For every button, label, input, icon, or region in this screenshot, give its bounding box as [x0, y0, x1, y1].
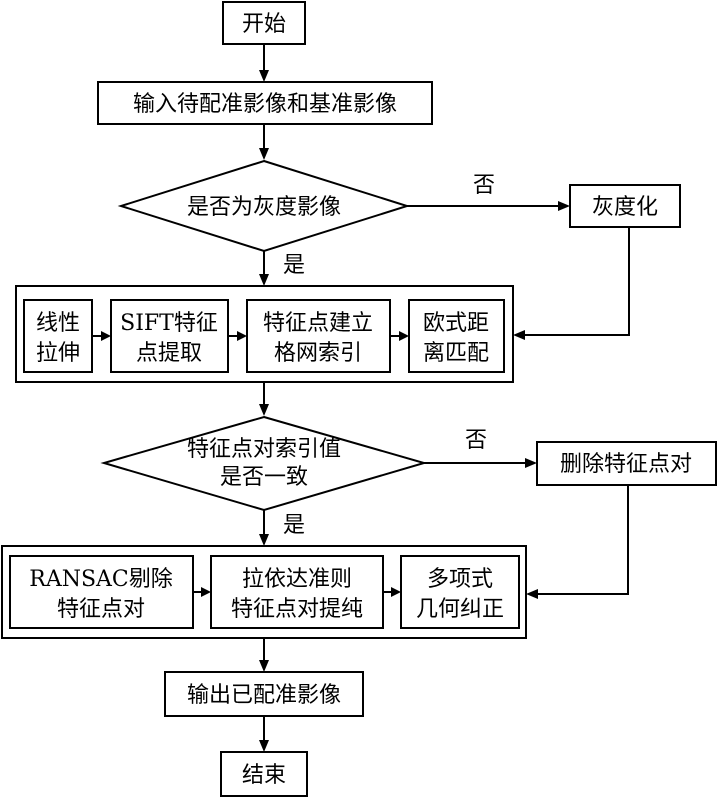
arrowhead-ransac-to-pauta — [201, 587, 211, 597]
polynomial-node: 多项式 几何纠正 — [400, 555, 520, 629]
group-refinement — [1, 545, 527, 639]
arrowhead-decision-to-group1 — [259, 274, 269, 286]
group-feature-extraction — [15, 285, 514, 383]
grayscale-label: 灰度化 — [592, 195, 658, 220]
end-node: 结束 — [220, 751, 308, 797]
start-label: 开始 — [242, 12, 286, 37]
arrowhead-start-to-input — [259, 70, 269, 82]
input-label: 输入待配准影像和基准影像 — [133, 92, 397, 117]
grayscale-node: 灰度化 — [569, 184, 681, 228]
sift-line1: SIFT特征 — [120, 311, 218, 336]
polynomial-line1: 多项式 — [427, 567, 493, 592]
start-node: 开始 — [222, 1, 306, 45]
arrowhead-pauta-to-poly — [391, 587, 401, 597]
euclid-match-line1: 欧式距 — [423, 311, 489, 336]
decision-grayscale-label: 是否为灰度影像 — [187, 195, 341, 220]
arrowhead-grayscale-to-group1 — [513, 330, 525, 340]
linear-stretch-line1: 线性 — [36, 311, 80, 336]
linear-stretch-line2: 拉伸 — [36, 341, 80, 366]
pauta-node: 拉依达准则 特征点对提纯 — [210, 555, 384, 629]
euclid-match-node: 欧式距 离匹配 — [408, 299, 505, 373]
connectors — [92, 44, 630, 752]
decision-index: 特征点对索引值 是否一致 — [100, 415, 428, 512]
sift-line2: 点提取 — [136, 341, 202, 366]
linear-stretch-node: 线性 拉伸 — [23, 299, 93, 373]
arrowhead-decision2-to-delete — [525, 458, 537, 468]
label-yes-2: 是 — [283, 513, 305, 538]
arrowhead-sift-to-grid — [237, 331, 247, 341]
delete-pairs-node: 删除特征点对 — [536, 441, 717, 486]
ransac-line1: RANSAC剔除 — [29, 567, 173, 592]
output-node: 输出已配准影像 — [164, 671, 364, 717]
arrowhead-input-to-decision — [259, 148, 269, 160]
arrow-delete-to-group2 — [538, 485, 629, 595]
euclid-match-line2: 离匹配 — [423, 341, 489, 366]
ransac-line2: 特征点对 — [57, 597, 145, 622]
end-label: 结束 — [242, 763, 286, 788]
sift-node: SIFT特征 点提取 — [110, 299, 229, 373]
label-no-1: 否 — [473, 173, 495, 198]
arrowhead-grid-to-match — [399, 331, 409, 341]
ransac-node: RANSAC剔除 特征点对 — [9, 555, 194, 629]
decision-index-line2: 是否一致 — [220, 465, 308, 490]
grid-index-line1: 特征点建立 — [263, 311, 373, 336]
arrowhead-decision-to-grayscale — [558, 201, 570, 211]
arrowhead-group2-to-output — [259, 660, 269, 672]
grid-index-node: 特征点建立 格网索引 — [246, 299, 391, 373]
pauta-line2: 特征点对提纯 — [231, 597, 363, 622]
decision-grayscale: 是否为灰度影像 — [117, 159, 411, 253]
arrowhead-output-to-end — [259, 740, 269, 752]
arrowhead-delete-to-group2 — [526, 589, 538, 599]
label-no-2: 否 — [465, 428, 487, 453]
arrowhead-stretch-to-sift — [101, 331, 111, 341]
arrowhead-group1-to-decision2 — [259, 404, 269, 416]
input-node: 输入待配准影像和基准影像 — [97, 81, 433, 125]
polynomial-line2: 几何纠正 — [416, 597, 504, 622]
pauta-line1: 拉依达准则 — [242, 567, 352, 592]
arrow-grayscale-to-group1 — [525, 227, 630, 336]
decision-index-line1: 特征点对索引值 — [187, 437, 341, 462]
grid-index-line2: 格网索引 — [274, 341, 362, 366]
label-yes-1: 是 — [283, 253, 305, 278]
delete-pairs-label: 删除特征点对 — [560, 452, 692, 477]
arrowhead-decision2-to-group2 — [259, 534, 269, 546]
output-label: 输出已配准影像 — [187, 683, 341, 708]
